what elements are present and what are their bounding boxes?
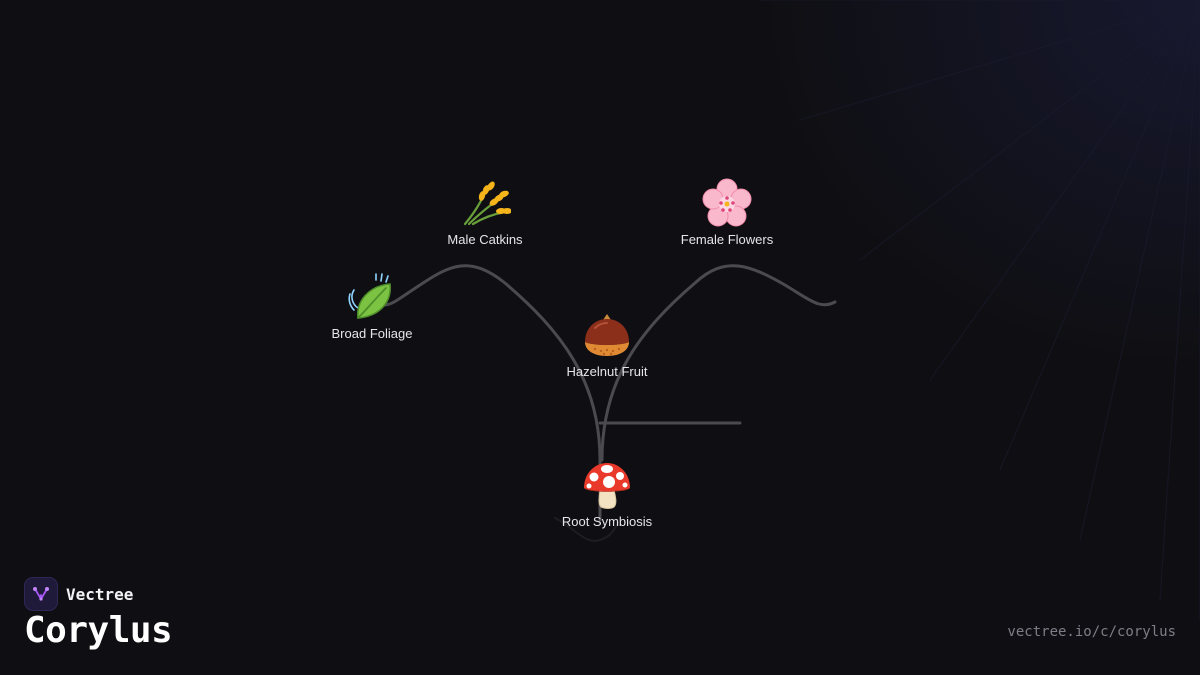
cherry-blossom-icon — [702, 178, 752, 227]
sheaf-of-rice-icon — [463, 181, 511, 226]
branch-left-main — [383, 264, 602, 462]
mushroom-icon — [584, 463, 630, 509]
node-label: Broad Foliage — [331, 326, 413, 341]
node-male-catkins[interactable]: Male Catkins — [405, 178, 565, 247]
node-hazelnut-fruit[interactable]: Hazelnut Fruit — [527, 310, 687, 379]
chestnut-icon — [585, 314, 629, 356]
node-label: Hazelnut Fruit — [566, 364, 648, 379]
node-label: Root Symbiosis — [561, 514, 653, 529]
brand-name: Vectree — [66, 584, 134, 604]
page-url[interactable]: vectree.io/c/corylus — [1007, 624, 1176, 640]
root-curve — [554, 517, 619, 542]
node-root-symbiosis[interactable]: Root Symbiosis — [527, 460, 687, 529]
branch-right-main — [600, 264, 837, 462]
vectree-logo-icon — [24, 577, 58, 611]
node-label: Female Flowers — [680, 232, 774, 247]
node-female-flowers[interactable]: Female Flowers — [647, 178, 807, 247]
node-broad-foliage[interactable]: Broad Foliage — [292, 272, 452, 341]
node-label: Male Catkins — [447, 232, 523, 247]
page-title: Corylus — [24, 610, 173, 651]
leaf-fluttering-in-wind-icon — [348, 273, 391, 319]
brand[interactable]: Vectree — [24, 577, 133, 611]
